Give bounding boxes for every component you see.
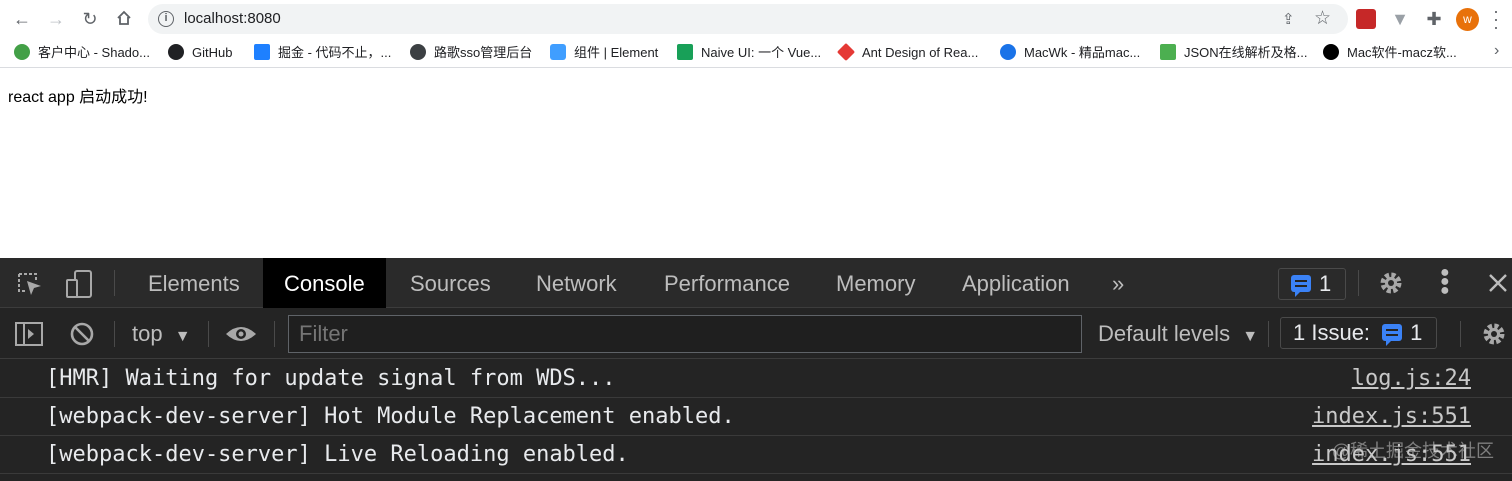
info-icon[interactable]: i xyxy=(158,11,174,27)
tab-sources[interactable]: Sources xyxy=(410,271,491,296)
context-select[interactable]: top ▼ xyxy=(132,321,191,346)
gear-icon[interactable] xyxy=(1377,269,1405,297)
console-message: [webpack-dev-server] Live Reloading enab… xyxy=(0,436,1512,474)
home-button[interactable] xyxy=(114,9,134,29)
reload-icon: ↻ xyxy=(82,9,98,29)
puzzle-icon[interactable]: ✚ xyxy=(1426,9,1442,29)
extension-v-icon[interactable]: ▼ xyxy=(1391,9,1409,29)
tab-elements[interactable]: Elements xyxy=(148,271,240,296)
bookmark-item[interactable]: Ant Design of Rea... xyxy=(836,42,978,62)
page-message: react app 启动成功! xyxy=(8,89,148,106)
bookmark-item[interactable]: 客户中心 - Shado... xyxy=(14,44,150,62)
tab-memory[interactable]: Memory xyxy=(836,271,916,296)
star-icon[interactable]: ☆ xyxy=(1314,8,1332,29)
bookmark-item[interactable]: 组件 | Element xyxy=(550,44,658,62)
console-message-text: [webpack-dev-server] Live Reloading enab… xyxy=(46,442,629,467)
macwk-icon xyxy=(1000,44,1016,60)
divider xyxy=(274,321,275,347)
tab-application[interactable]: Application xyxy=(962,271,1070,296)
naive-ui-icon xyxy=(677,44,693,60)
message-icon xyxy=(1291,275,1311,297)
bookmark-item[interactable]: 掘金 - 代码不止，... xyxy=(254,44,391,62)
console-source-link[interactable]: index.js:551 xyxy=(1312,404,1471,429)
eye-icon[interactable] xyxy=(224,324,258,344)
issues-counter-button[interactable]: 1 xyxy=(1278,268,1347,300)
inspect-element-icon[interactable] xyxy=(16,271,44,297)
tab-network[interactable]: Network xyxy=(536,271,617,296)
github-icon xyxy=(168,44,184,60)
console-toolbar: top ▼ Default levels ▼ 1 Issue: 1 xyxy=(0,309,1512,359)
bookmark-favicon-icon xyxy=(14,44,30,60)
console-message-text: [HMR] Waiting for update signal from WDS… xyxy=(46,366,616,391)
bookmark-item[interactable]: 路歌sso管理后台 xyxy=(410,44,532,62)
watermark: @稀土掘金技术社区 xyxy=(1331,441,1494,461)
extension-red-icon[interactable] xyxy=(1356,9,1376,29)
divider xyxy=(1268,321,1269,347)
json-icon xyxy=(1160,44,1176,60)
console-message-text: [webpack-dev-server] Hot Module Replacem… xyxy=(46,404,735,429)
sidebar-toggle-icon[interactable] xyxy=(14,321,44,347)
clear-console-icon[interactable] xyxy=(68,320,96,348)
element-icon xyxy=(550,44,566,60)
tab-console[interactable]: Console xyxy=(263,258,386,308)
arrow-right-icon: → xyxy=(47,9,65,29)
bookmarks-bar: 客户中心 - Shado... GitHub 掘金 - 代码不止，... 路歌s… xyxy=(0,38,1512,68)
bookmark-item[interactable]: GitHub xyxy=(168,44,232,62)
more-tabs-button[interactable]: » xyxy=(1112,271,1125,296)
divider xyxy=(114,270,115,296)
console-messages: [HMR] Waiting for update signal from WDS… xyxy=(0,360,1512,474)
page-content: react app 启动成功! xyxy=(0,69,1512,258)
console-source-link[interactable]: index.js:551 xyxy=(1312,442,1471,467)
tab-performance[interactable]: Performance xyxy=(664,271,790,296)
bookmark-item[interactable]: Mac软件-macz软... xyxy=(1323,44,1457,62)
forward-button[interactable]: → xyxy=(46,9,66,29)
divider xyxy=(1358,270,1359,296)
console-source-link[interactable]: log.js:24 xyxy=(1351,366,1471,391)
caret-down-icon: ▼ xyxy=(1242,328,1259,345)
url-text[interactable]: localhost:8080 xyxy=(184,10,281,27)
close-icon[interactable] xyxy=(1488,273,1508,293)
bookmark-item[interactable]: Naive UI: 一个 Vue... xyxy=(677,44,821,62)
juejin-icon xyxy=(254,44,270,60)
log-levels-select[interactable]: Default levels ▼ xyxy=(1098,321,1259,346)
reload-button[interactable]: ↻ xyxy=(80,9,100,29)
divider xyxy=(1460,321,1461,347)
caret-down-icon: ▼ xyxy=(174,328,191,345)
divider xyxy=(208,321,209,347)
device-toggle-icon[interactable] xyxy=(64,269,96,299)
issues-button[interactable]: 1 Issue: 1 xyxy=(1280,317,1438,349)
divider xyxy=(114,321,115,347)
macz-icon xyxy=(1323,44,1339,60)
vertical-dots-icon[interactable]: ●●● xyxy=(1440,264,1450,299)
vertical-dots-icon[interactable]: ··· xyxy=(1493,1,1499,37)
avatar[interactable]: w xyxy=(1456,8,1479,31)
arrow-left-icon: ← xyxy=(13,9,31,29)
address-bar[interactable]: i localhost:8080 ⇪ ☆ xyxy=(148,4,1348,34)
message-icon xyxy=(1382,324,1403,346)
chevron-right-icon[interactable]: › xyxy=(1494,42,1500,59)
devtools-panel: Elements Console Sources Network Perform… xyxy=(0,258,1512,481)
ant-design-icon xyxy=(836,42,856,62)
back-button[interactable]: ← xyxy=(12,9,32,29)
bookmark-item[interactable]: MacWk - 精品mac... xyxy=(1000,44,1140,62)
console-message: [webpack-dev-server] Hot Module Replacem… xyxy=(0,398,1512,436)
home-icon xyxy=(117,10,131,25)
filter-input[interactable] xyxy=(288,315,1082,353)
browser-toolbar: ← → ↻ i localhost:8080 ⇪ ☆ ▼ ✚ w ··· xyxy=(0,0,1512,38)
share-icon[interactable]: ⇪ xyxy=(1282,11,1295,28)
console-settings-icon[interactable] xyxy=(1480,320,1508,348)
devtools-tab-bar: Elements Console Sources Network Perform… xyxy=(0,258,1512,308)
bookmark-item[interactable]: JSON在线解析及格... xyxy=(1160,44,1308,62)
globe-icon xyxy=(410,44,426,60)
console-message: [HMR] Waiting for update signal from WDS… xyxy=(0,360,1512,398)
